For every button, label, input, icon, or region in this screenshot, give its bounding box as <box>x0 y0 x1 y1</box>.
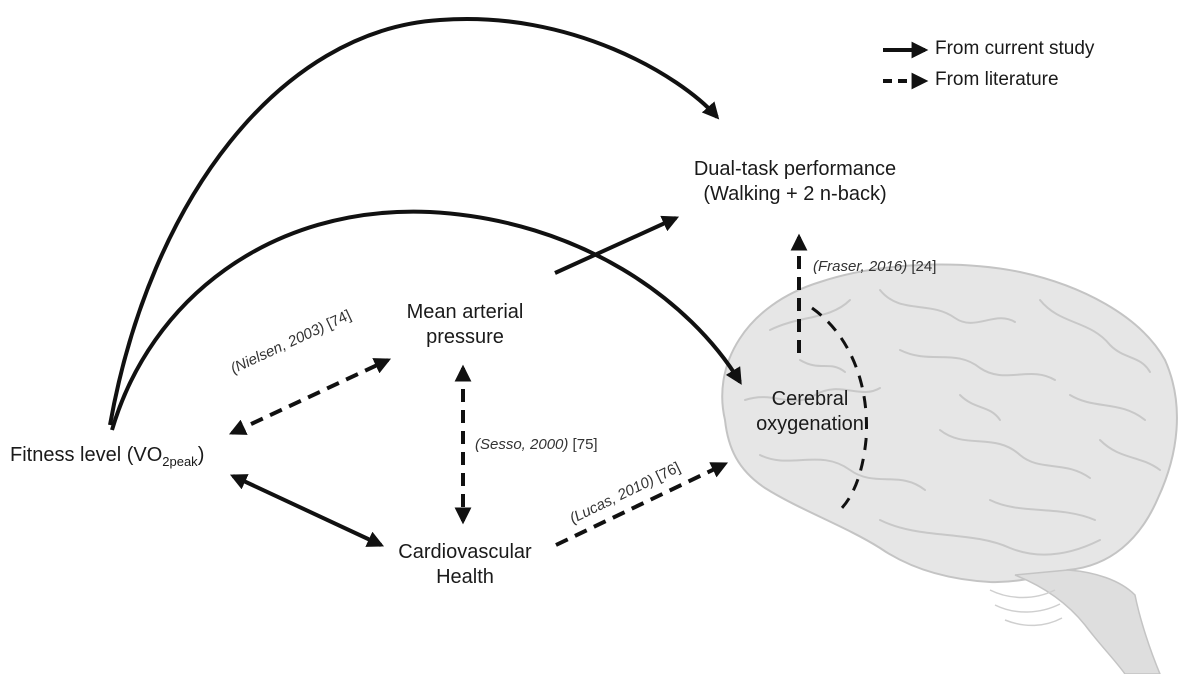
arrow-map-to-dualtask <box>554 215 680 275</box>
arrow-fitness-cardio <box>229 474 385 547</box>
citation-fraser: (Fraser, 2016) [24] <box>813 258 936 275</box>
node-fitness-level: Fitness level (VO2peak) <box>10 443 204 474</box>
brainstem-shape <box>1014 569 1161 674</box>
fitness-label-sub: 2peak <box>162 454 198 469</box>
citation-sesso: (Sesso, 2000) [75] <box>475 436 598 453</box>
map-line1: Mean arterial <box>406 301 524 323</box>
dashed-arrow-cardio-cerebral <box>555 462 729 547</box>
legend-solid-label: From current study <box>935 38 1095 59</box>
arrow-fitness-to-cerebral <box>110 209 742 431</box>
node-mean-arterial-pressure: Mean arterial pressure <box>370 300 560 350</box>
citation-fraser-author: (Fraser, 2016) <box>813 258 908 275</box>
fitness-label-main: Fitness level (VO <box>10 444 163 466</box>
node-cardiovascular-health: Cardiovascular Health <box>365 540 565 590</box>
citation-sesso-ref: [75] <box>568 436 598 453</box>
map-line2: pressure <box>426 326 504 348</box>
legend-dashed-label: From literature <box>935 69 1059 90</box>
cerebral-line2: oxygenation <box>756 413 864 435</box>
brain-shape <box>721 263 1178 584</box>
cardio-line1: Cardiovascular <box>398 541 532 563</box>
fitness-label-close: ) <box>197 444 205 466</box>
dual-task-line2: (Walking + 2 n-back) <box>703 183 887 205</box>
node-cerebral-oxygenation: Cerebral oxygenation <box>735 387 885 437</box>
cerebral-region-boundary <box>811 306 868 512</box>
arrow-fitness-to-dualtask <box>108 17 720 426</box>
dashed-arrow-fitness-map <box>228 358 392 435</box>
node-dual-task: Dual-task performance (Walking + 2 n-bac… <box>660 157 930 207</box>
dual-task-line1: Dual-task performance <box>693 158 897 180</box>
cardio-line2: Health <box>436 566 494 588</box>
citation-sesso-author: (Sesso, 2000) <box>475 436 569 453</box>
citation-fraser-ref: [24] <box>907 258 937 275</box>
brain-illustration <box>721 263 1178 674</box>
cerebral-line1: Cerebral <box>771 388 849 410</box>
